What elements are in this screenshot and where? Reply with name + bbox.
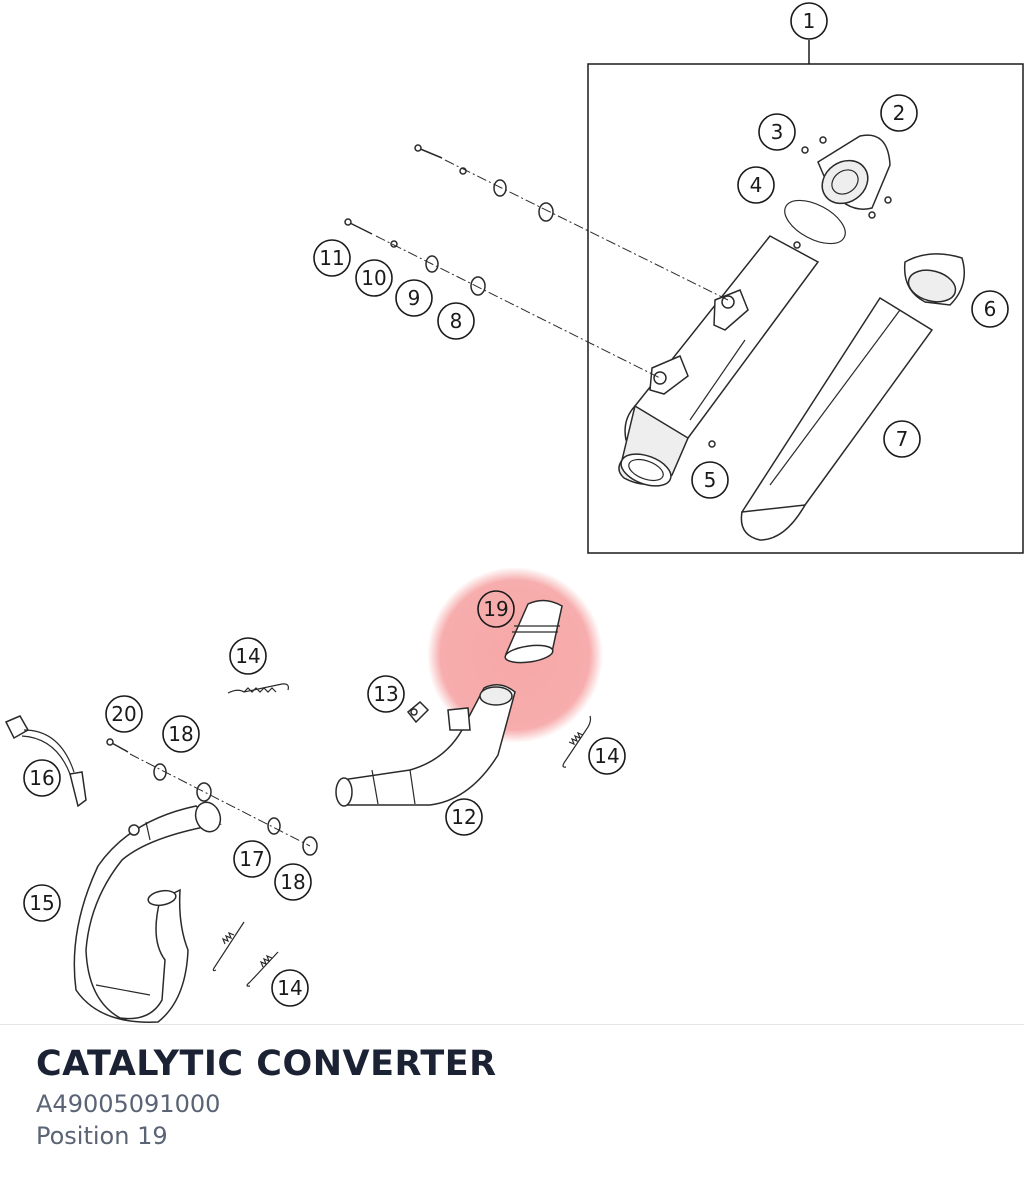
svg-text:15: 15 <box>29 891 54 915</box>
svg-text:13: 13 <box>373 682 398 706</box>
svg-text:1: 1 <box>803 9 816 33</box>
callout-11[interactable]: 11 <box>313 239 351 277</box>
mounting-hardware-upper[interactable] <box>414 144 554 222</box>
end-cap-cover[interactable] <box>903 253 965 307</box>
exhaust-pipe-rear[interactable] <box>335 684 516 807</box>
callout-15[interactable]: 15 <box>23 884 61 922</box>
header-pipe[interactable] <box>73 799 224 1023</box>
svg-text:19: 19 <box>483 597 508 621</box>
callout-14-right[interactable]: 14 <box>588 737 626 775</box>
header-mounting-hardware[interactable] <box>106 738 318 856</box>
callout-8[interactable]: 8 <box>437 302 475 340</box>
callout-16[interactable]: 16 <box>23 759 61 797</box>
mounting-hardware-lower[interactable] <box>344 218 486 296</box>
part-name: CATALYTIC CONVERTER <box>36 1044 497 1084</box>
callout-13[interactable]: 13 <box>367 675 405 713</box>
callout-7[interactable]: 7 <box>883 420 921 458</box>
callout-20[interactable]: 20 <box>105 695 143 733</box>
svg-text:9: 9 <box>408 286 421 310</box>
callout-14-top[interactable]: 14 <box>229 637 267 675</box>
muffler-cover[interactable] <box>740 296 934 541</box>
callout-4[interactable]: 4 <box>737 166 775 204</box>
svg-text:6: 6 <box>984 297 997 321</box>
part-position: Position 19 <box>36 1122 168 1150</box>
muffler-assembly-box <box>587 63 1024 554</box>
assembly-line <box>444 159 729 301</box>
svg-text:14: 14 <box>235 644 260 668</box>
svg-text:8: 8 <box>450 309 463 333</box>
svg-text:12: 12 <box>451 805 476 829</box>
callout-6[interactable]: 6 <box>971 290 1009 328</box>
svg-text:14: 14 <box>277 976 302 1000</box>
assembly-line <box>375 235 661 379</box>
clamp[interactable] <box>406 700 430 724</box>
callout-3[interactable]: 3 <box>758 113 796 151</box>
gasket-ring[interactable] <box>778 191 852 252</box>
callout-9[interactable]: 9 <box>395 279 433 317</box>
callout-14-bottom[interactable]: 14 <box>271 969 309 1007</box>
svg-text:7: 7 <box>896 427 909 451</box>
muffler-body[interactable] <box>617 235 820 492</box>
callout-19[interactable]: 19 <box>477 590 515 628</box>
svg-text:18: 18 <box>168 722 193 746</box>
svg-text:11: 11 <box>319 246 344 270</box>
svg-text:2: 2 <box>893 101 906 125</box>
assembly-line <box>129 753 311 847</box>
callout-2[interactable]: 2 <box>880 94 918 132</box>
section-divider <box>0 1024 1024 1025</box>
part-number: A49005091000 <box>36 1090 221 1118</box>
svg-text:17: 17 <box>239 847 264 871</box>
callout-18-bottom[interactable]: 18 <box>274 863 312 901</box>
callout-5[interactable]: 5 <box>691 461 729 499</box>
end-cap[interactable] <box>814 134 891 212</box>
spring[interactable] <box>562 715 592 768</box>
svg-text:18: 18 <box>280 870 305 894</box>
screw[interactable] <box>801 136 892 219</box>
callout-12[interactable]: 12 <box>445 798 483 836</box>
svg-text:4: 4 <box>750 173 763 197</box>
svg-text:5: 5 <box>704 468 717 492</box>
svg-text:10: 10 <box>361 266 386 290</box>
exploded-parts-diagram: 1 2 3 4 5 6 7 8 9 10 11 12 13 14 14 14 1… <box>4 2 1024 1023</box>
spring[interactable] <box>227 683 289 694</box>
lambda-sensor[interactable] <box>4 715 87 808</box>
svg-text:14: 14 <box>594 744 619 768</box>
callout-18-top[interactable]: 18 <box>162 715 200 753</box>
catalytic-converter[interactable] <box>504 599 563 665</box>
callout-10[interactable]: 10 <box>355 259 393 297</box>
spring[interactable] <box>212 921 279 987</box>
callout-1[interactable]: 1 <box>790 2 828 40</box>
part-info: CATALYTIC CONVERTER A49005091000 Positio… <box>36 1040 497 1152</box>
callout-17[interactable]: 17 <box>233 840 271 878</box>
svg-text:16: 16 <box>29 766 54 790</box>
svg-text:20: 20 <box>111 702 136 726</box>
svg-text:3: 3 <box>771 120 784 144</box>
